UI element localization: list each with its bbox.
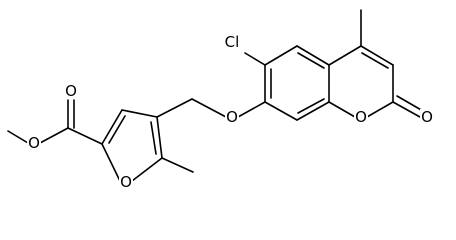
lactone-carbonyl-oxygen-label: O bbox=[421, 108, 433, 126]
chlorine-label: Cl bbox=[225, 33, 240, 51]
atom-labels: O O O O Cl O O bbox=[27, 33, 434, 191]
lactone-ring-oxygen-label: O bbox=[355, 108, 367, 126]
bond bbox=[297, 52, 325, 69]
bond bbox=[150, 121, 157, 155]
bond bbox=[296, 45, 330, 66]
bond bbox=[101, 109, 123, 145]
bond bbox=[296, 101, 330, 121]
bond bbox=[237, 101, 266, 118]
bond bbox=[191, 98, 227, 118]
ether-oxygen-label: O bbox=[226, 108, 238, 126]
ester-carbonyl-oxygen-label: O bbox=[65, 82, 77, 100]
bond bbox=[392, 101, 421, 118]
bond bbox=[360, 45, 394, 66]
bond bbox=[156, 98, 193, 118]
bond-lines bbox=[7, 9, 424, 182]
bond bbox=[39, 127, 69, 144]
bond bbox=[156, 116, 163, 159]
bond bbox=[244, 52, 266, 66]
bond bbox=[101, 143, 121, 182]
bond bbox=[121, 109, 158, 118]
bond bbox=[264, 45, 298, 66]
bond bbox=[67, 127, 103, 145]
bond bbox=[328, 45, 362, 66]
bond bbox=[161, 157, 194, 173]
bond bbox=[131, 157, 163, 182]
furan-ring-oxygen-label: O bbox=[120, 173, 132, 191]
bond bbox=[366, 101, 394, 118]
bond bbox=[264, 101, 298, 121]
ester-methoxy-oxygen-label: O bbox=[28, 134, 40, 152]
bond bbox=[361, 52, 389, 69]
bond bbox=[396, 95, 424, 112]
bond bbox=[7, 130, 29, 144]
chemical-structure-diagram: O O O O Cl O O bbox=[7, 9, 434, 191]
bond bbox=[297, 98, 325, 114]
bond bbox=[328, 101, 356, 118]
bond bbox=[108, 115, 126, 144]
